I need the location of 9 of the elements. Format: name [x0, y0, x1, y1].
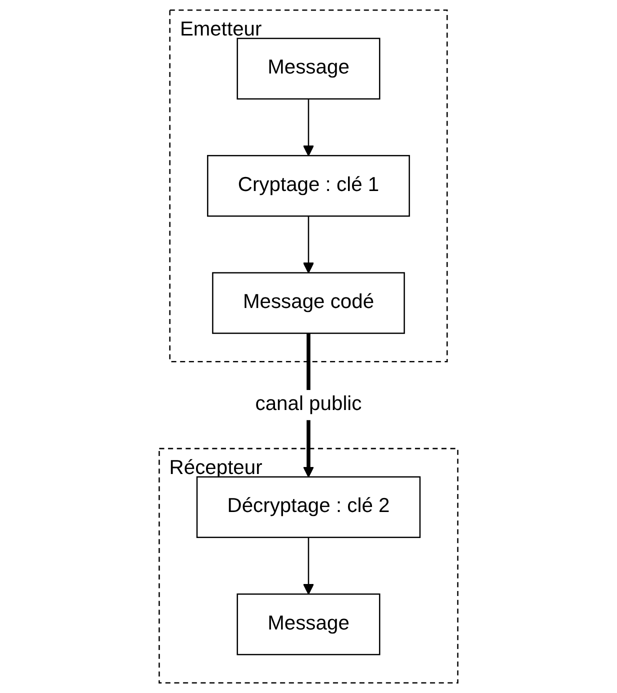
- node-box: Cryptage : clé 1: [207, 154, 410, 217]
- arrow: [302, 216, 314, 274]
- node-box: Message: [236, 38, 380, 100]
- node-box: Message: [236, 593, 380, 656]
- arrow: [302, 98, 314, 156]
- edge-label: canal public: [255, 394, 362, 416]
- arrow: [302, 537, 314, 595]
- node-box: Message codé: [212, 272, 405, 334]
- node-box: Décryptage : clé 2: [196, 476, 421, 538]
